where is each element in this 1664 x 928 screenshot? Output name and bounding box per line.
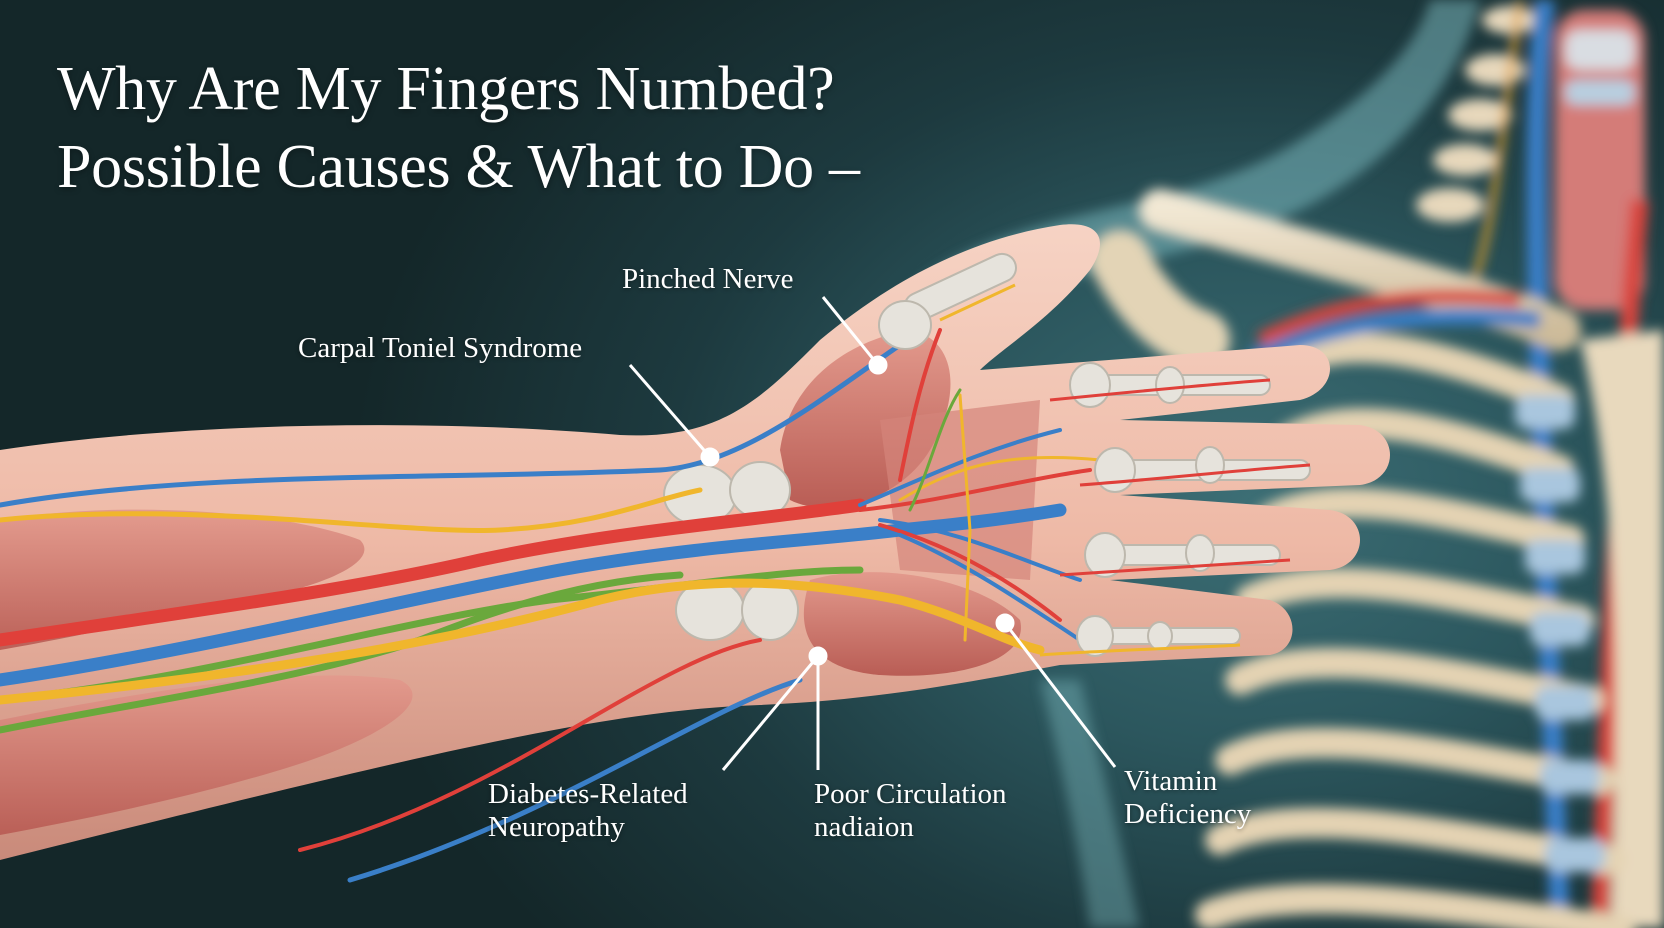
- label-diabetes-neuropathy: Diabetes-Related Neuropathy: [488, 778, 688, 843]
- label-pinched-nerve: Pinched Nerve: [622, 263, 794, 295]
- diabetes-circulation-dot: [808, 646, 828, 666]
- vitamin-connector: [1003, 622, 1117, 768]
- label-carpal-tunnel: Carpal Toniel Syndrome: [298, 332, 583, 364]
- carpal-tunnel-connector: [628, 364, 712, 458]
- vitamin-dot: [995, 613, 1015, 633]
- diabetes-connector: [721, 655, 820, 771]
- title-line-1: Why Are My Fingers Numbed?: [57, 55, 835, 123]
- label-poor-circulation: Poor Circulation nadiaion: [814, 778, 1007, 843]
- title-line-2: Possible Causes & What to Do –: [57, 133, 860, 201]
- arm-and-hand: [0, 224, 1390, 883]
- page-title: Why Are My Fingers Numbed? Possible Caus…: [57, 50, 860, 206]
- callout-connectors: [628, 296, 1117, 771]
- pinched-nerve-dot: [868, 355, 888, 375]
- carpal-tunnel-dot: [700, 447, 720, 467]
- pinched-nerve-connector: [821, 296, 880, 366]
- label-vitamin-deficiency: Vitamin Deficiency: [1124, 765, 1252, 830]
